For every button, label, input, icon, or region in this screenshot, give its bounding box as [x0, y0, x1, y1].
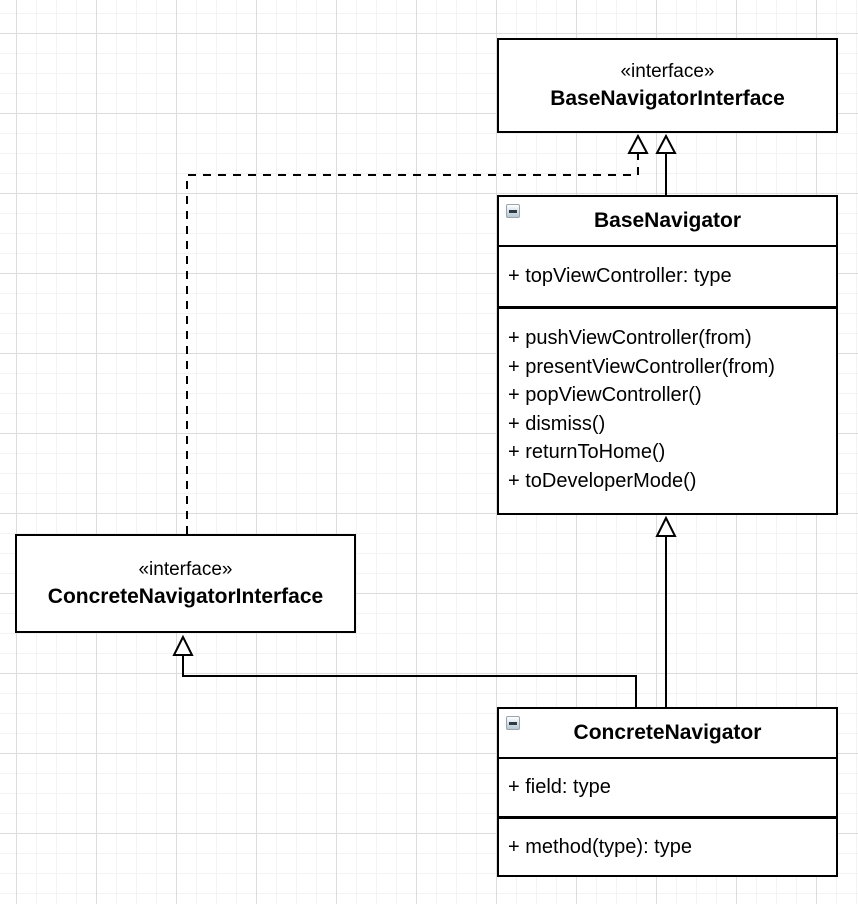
collapse-button[interactable] [506, 204, 520, 218]
attributes-section: + field: type [499, 759, 836, 819]
class-name: ConcreteNavigator [573, 721, 762, 744]
method-line: + method(type): type [508, 835, 692, 858]
method-line: + pushViewController(from) [508, 327, 752, 349]
attribute-line: + topViewController: type [508, 265, 732, 288]
methods-section: + pushViewController(from) + presentView… [499, 309, 836, 513]
collapse-button[interactable] [506, 716, 520, 730]
class-box-concrete-navigator-interface[interactable]: «interface» ConcreteNavigatorInterface [15, 534, 356, 633]
hollow-triangle-arrowhead [655, 133, 677, 154]
methods-section: + method(type): type [499, 819, 836, 875]
method-line: + returnToHome() [508, 441, 666, 463]
attribute-line: + field: type [508, 776, 611, 799]
stereotype-label: «interface» [138, 559, 233, 580]
method-line: + popViewController() [508, 384, 702, 406]
method-line: + toDeveloperMode() [508, 469, 697, 492]
method-line: + dismiss() [508, 412, 606, 435]
minus-icon [509, 721, 517, 725]
class-header: BaseNavigator [499, 197, 836, 247]
attributes-section: + topViewController: type [499, 247, 836, 309]
class-name: BaseNavigator [593, 209, 742, 232]
stereotype-label: «interface» [620, 61, 715, 82]
hollow-triangle-arrowhead [627, 133, 649, 154]
class-box-base-navigator[interactable]: BaseNavigator + topViewController: type … [497, 195, 838, 515]
class-box-concrete-navigator[interactable]: ConcreteNavigator + field: type + method… [497, 707, 838, 877]
interface-name: ConcreteNavigatorInterface [47, 585, 324, 608]
hollow-triangle-arrowhead [655, 515, 677, 537]
class-box-base-navigator-interface[interactable]: «interface» BaseNavigatorInterface [497, 38, 838, 133]
minus-icon [509, 209, 517, 213]
edge-concretenavigator-to-concreteinterface[interactable] [182, 655, 637, 707]
interface-name: BaseNavigatorInterface [550, 87, 785, 110]
class-header: ConcreteNavigator [499, 709, 836, 759]
hollow-triangle-arrowhead [172, 634, 194, 656]
method-line: + presentViewController(from) [508, 355, 775, 378]
